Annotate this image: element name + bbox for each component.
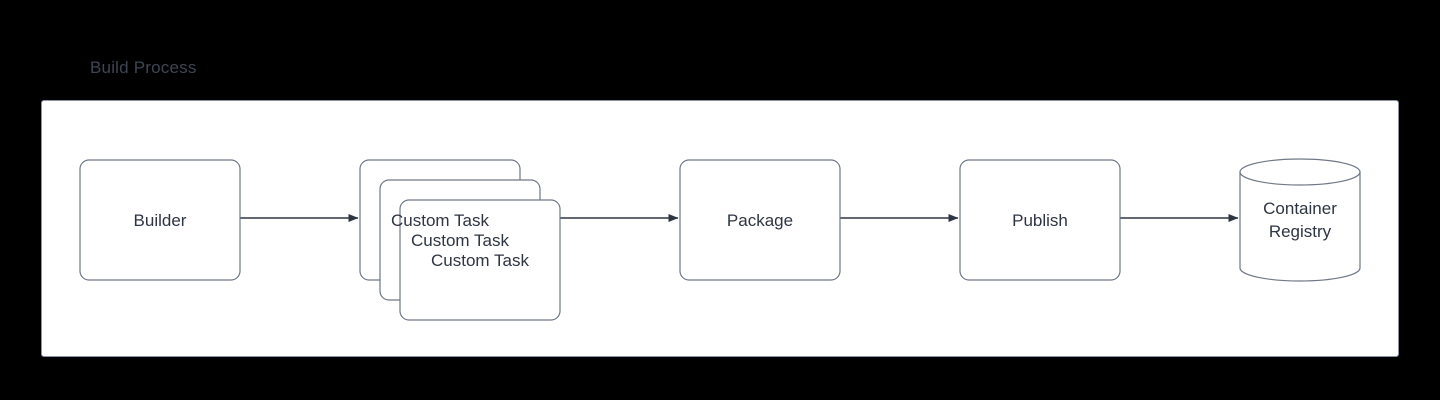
diagram-title: Build Process: [90, 58, 197, 77]
node-package[interactable]: [679, 159, 841, 281]
node-custom-task-front[interactable]: [399, 199, 561, 321]
node-publish[interactable]: [959, 159, 1121, 281]
node-builder[interactable]: [79, 159, 241, 281]
node-container-registry[interactable]: [1239, 158, 1361, 282]
